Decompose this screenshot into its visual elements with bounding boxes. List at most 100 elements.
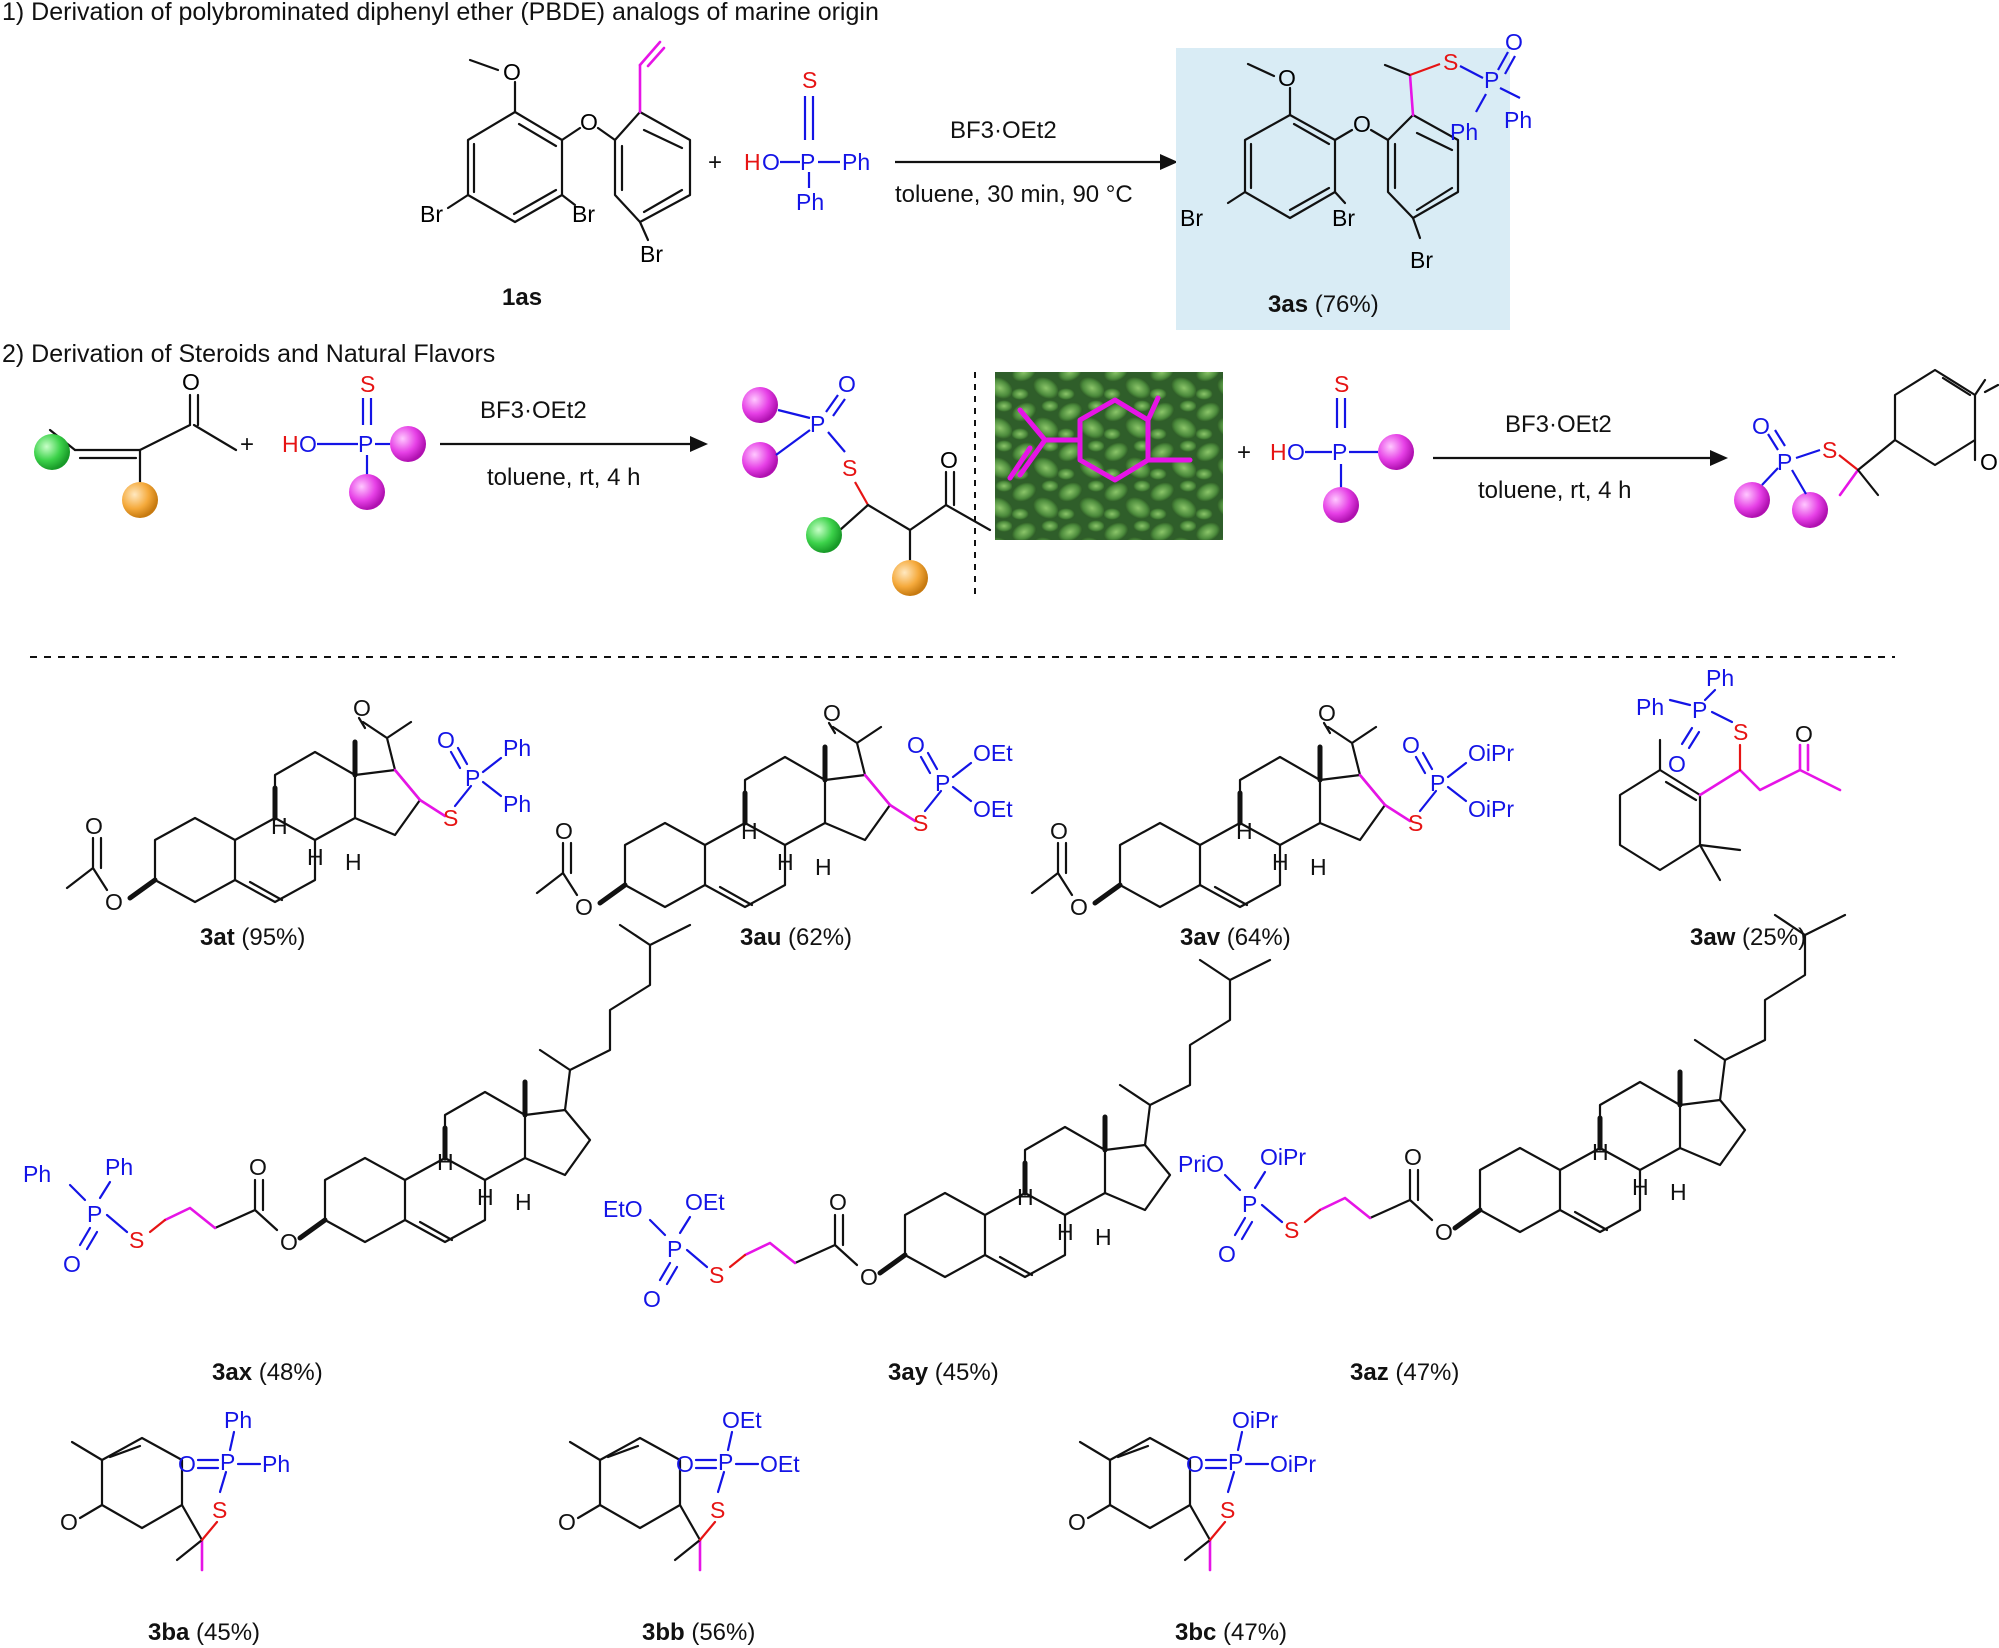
bond-path bbox=[1030, 841, 1074, 897]
bond-path bbox=[1188, 1503, 1212, 1542]
compound-3as: O O Br Br Br S P O Ph Ph bbox=[1180, 29, 1532, 273]
atom-p-p: P bbox=[1484, 67, 1499, 93]
bond-path bbox=[1573, 1210, 1609, 1232]
atom-sub-2: OiPr bbox=[1468, 796, 1514, 822]
product-label-3ax: 3ax (48%) bbox=[212, 1359, 323, 1386]
bond-path bbox=[698, 1520, 717, 1542]
ball-2b-bottom bbox=[1323, 487, 1359, 523]
bond-path bbox=[1318, 773, 1387, 842]
bond-path bbox=[1103, 1143, 1172, 1212]
product-label-3av: 3av (64%) bbox=[1180, 924, 1291, 951]
atom-o-2b: O bbox=[1287, 439, 1305, 465]
bond-path bbox=[1253, 1170, 1267, 1190]
bond-path bbox=[678, 1215, 692, 1235]
product-label-3bc: 3bc (47%) bbox=[1175, 1619, 1287, 1646]
product-label-3ay: 3ay (45%) bbox=[888, 1359, 999, 1386]
bond-path bbox=[1703, 688, 1717, 702]
atom-s: S bbox=[913, 810, 928, 836]
bond-path bbox=[418, 798, 447, 818]
arrow-head-2b bbox=[1710, 450, 1728, 466]
atom-sub-1: OEt bbox=[973, 740, 1013, 766]
atom-o-ester: O bbox=[1070, 894, 1088, 920]
bond-path bbox=[1108, 1436, 1192, 1530]
atom-h: H bbox=[1310, 854, 1327, 880]
bond-path bbox=[233, 816, 317, 904]
reagent-above-1: BF3·OEt2 bbox=[950, 117, 1057, 144]
atom-h: H bbox=[1592, 1139, 1609, 1165]
atom-ph-2: Ph bbox=[796, 189, 824, 215]
bond-path bbox=[1478, 1146, 1562, 1234]
bond-path bbox=[180, 1503, 204, 1542]
bond-path bbox=[983, 1191, 1067, 1279]
atom-sub-1: OiPr bbox=[1232, 1407, 1278, 1433]
bond-path bbox=[793, 1213, 859, 1267]
atom-ph-p2: Ph bbox=[1450, 119, 1478, 145]
atom-br-p1: Br bbox=[1180, 205, 1203, 231]
carvone-product: P O S O bbox=[1734, 368, 1999, 528]
bond-path bbox=[1198, 821, 1282, 909]
atom-o: O bbox=[762, 149, 780, 175]
bond-path bbox=[1322, 721, 1332, 735]
bond-path bbox=[481, 780, 503, 798]
bond-path bbox=[1680, 726, 1701, 750]
bond-path bbox=[353, 768, 422, 837]
bond-path bbox=[481, 756, 503, 774]
bond-path bbox=[1558, 1146, 1642, 1234]
atom-h-2b: H bbox=[1270, 439, 1287, 465]
bond-path bbox=[1226, 1470, 1236, 1494]
bond-path bbox=[1233, 1216, 1254, 1241]
atom-sub-2: OEt bbox=[973, 796, 1013, 822]
bond-path bbox=[418, 1220, 454, 1242]
bond-path bbox=[1318, 1196, 1372, 1220]
atom-o: O bbox=[1668, 751, 1686, 777]
atom-p: P bbox=[1228, 1449, 1243, 1475]
herb-photo bbox=[995, 372, 1223, 540]
bond-path bbox=[951, 785, 973, 803]
atom-h: H bbox=[1236, 818, 1253, 844]
bond-path bbox=[200, 1520, 219, 1542]
atom-h: H bbox=[1057, 1219, 1074, 1245]
generic-enone: O bbox=[34, 369, 238, 518]
bond-path bbox=[1452, 1207, 1483, 1231]
bond-path bbox=[523, 1108, 592, 1177]
bond-path bbox=[65, 836, 109, 892]
bond-path bbox=[453, 784, 473, 808]
atom-o-ketone: O bbox=[558, 1509, 576, 1535]
ball-prod-green bbox=[806, 517, 842, 553]
bond-path bbox=[68, 1183, 87, 1202]
bond-path bbox=[1710, 710, 1734, 724]
orange-substituent-ball bbox=[122, 482, 158, 518]
ball-2b-right bbox=[1378, 434, 1414, 470]
bond-path bbox=[449, 746, 469, 770]
atom-p-carv: P bbox=[1777, 449, 1792, 475]
bond-path bbox=[357, 716, 367, 730]
atom-methoxy-o-p: O bbox=[1278, 65, 1296, 91]
bond-path bbox=[403, 1156, 487, 1244]
ball-prod-orange bbox=[892, 560, 928, 596]
bond-path bbox=[196, 1458, 220, 1470]
atom-h: H bbox=[1632, 1174, 1649, 1200]
atom-sub-2: Ph bbox=[105, 1154, 133, 1180]
bond-path bbox=[743, 1241, 797, 1265]
product-3as-highlight bbox=[1176, 48, 1510, 330]
bond-path bbox=[1446, 785, 1468, 803]
atom-h: H bbox=[307, 844, 324, 870]
atom-o-ester: O bbox=[280, 1229, 298, 1255]
bond-path bbox=[1598, 1080, 1682, 1172]
bond-path bbox=[1223, 1173, 1242, 1192]
atom-o-carv: O bbox=[1752, 413, 1770, 439]
bond-path bbox=[716, 1470, 726, 1494]
atom-s-2a: S bbox=[360, 371, 375, 397]
atom-ether-o: O bbox=[580, 109, 598, 135]
atom-o: O bbox=[1218, 1241, 1236, 1267]
bond-path bbox=[598, 1436, 682, 1530]
atom-sub-1: Ph bbox=[503, 735, 531, 761]
atom-p-2a: P bbox=[358, 431, 373, 457]
bond-path bbox=[98, 1180, 112, 1200]
product-label-3az: 3az (47%) bbox=[1350, 1359, 1459, 1386]
